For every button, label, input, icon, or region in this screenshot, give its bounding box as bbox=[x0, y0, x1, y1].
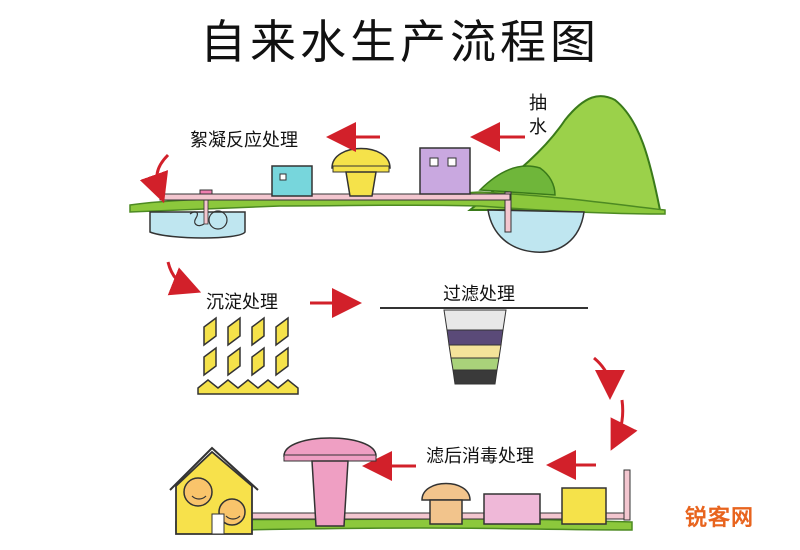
pump-building bbox=[419, 147, 471, 195]
arrow-to-sedimentation bbox=[166, 261, 202, 296]
label-filtration: 过滤处理 bbox=[443, 284, 515, 305]
label-sedimentation: 沉淀处理 bbox=[206, 292, 278, 313]
arrow-to-disinfection bbox=[610, 399, 638, 451]
sedimentation-plates bbox=[197, 316, 299, 395]
arrow-filtration-down bbox=[593, 356, 625, 400]
water-source-pool bbox=[487, 209, 585, 253]
yellow-tower bbox=[331, 147, 391, 169]
page-title: 自来水生产流程图 bbox=[200, 15, 600, 69]
house bbox=[169, 446, 259, 535]
pipe-row1 bbox=[159, 193, 511, 201]
label-pump: 抽水 bbox=[529, 93, 547, 138]
watermark-logo: 锐客网 bbox=[684, 506, 754, 531]
yellow-tank bbox=[561, 487, 607, 525]
peach-tank bbox=[421, 482, 471, 501]
label-coagulation: 絮凝反应处理 bbox=[190, 130, 298, 151]
label-disinfection: 滤后消毒处理 bbox=[426, 446, 534, 467]
small-hill bbox=[478, 165, 556, 196]
teal-building bbox=[271, 165, 313, 197]
pink-water-tower bbox=[283, 437, 377, 457]
pipe-vertical bbox=[623, 469, 631, 521]
arrow-coagulation-down bbox=[139, 153, 170, 204]
intake-pipe bbox=[504, 191, 512, 233]
filter-layers bbox=[443, 309, 507, 385]
pink-tank bbox=[483, 493, 541, 525]
